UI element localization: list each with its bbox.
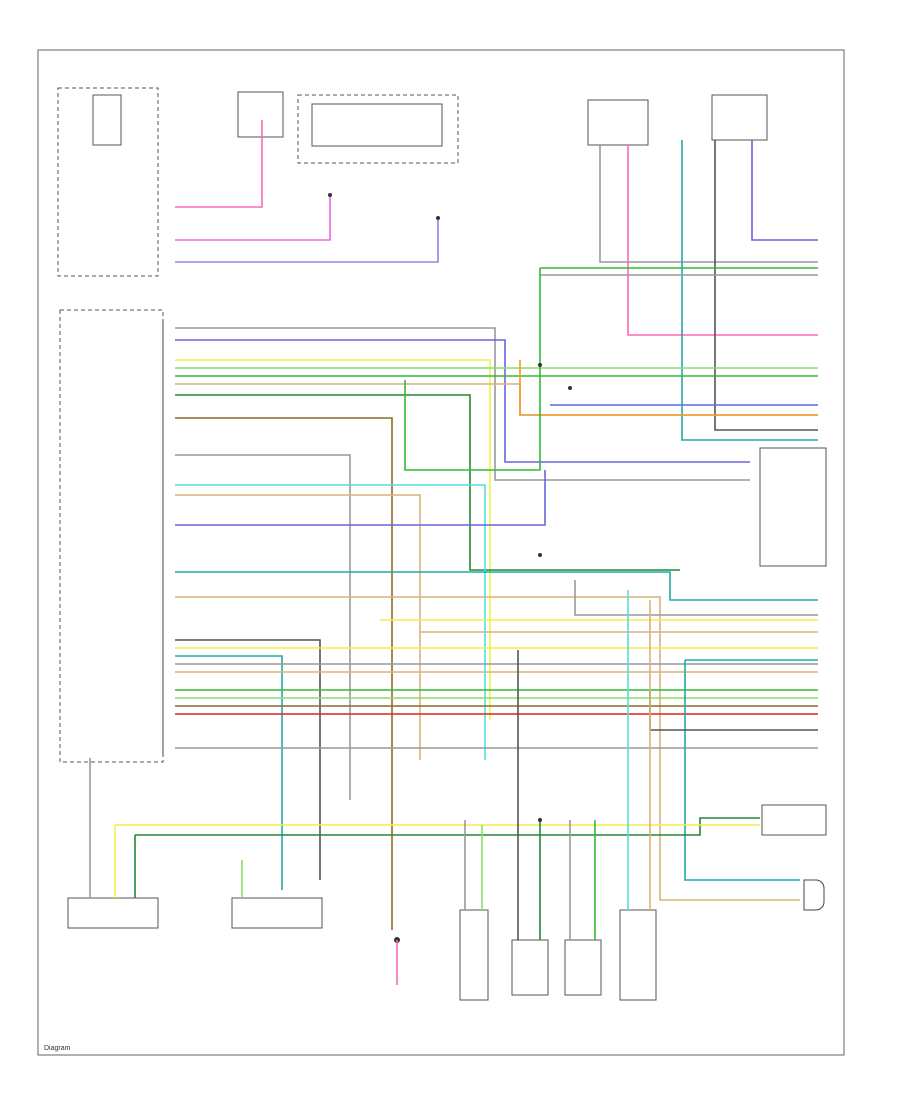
wire-brown-pcm8 — [175, 417, 393, 930]
splice-2 — [436, 216, 440, 220]
wire-gray-pcm9 — [175, 454, 351, 800]
wire-teal-low3 — [175, 655, 283, 890]
wire-gray-pcm1 — [175, 327, 750, 481]
wire-violet-top — [175, 218, 439, 263]
wire-harness — [89, 120, 818, 985]
wire-yellow-pcm3 — [175, 359, 491, 720]
fuse-inner-box — [311, 103, 443, 147]
cluster-relay-box — [92, 94, 122, 146]
injector-4 — [619, 909, 657, 1001]
pcm-outline — [59, 309, 164, 763]
splice-1 — [328, 193, 332, 197]
right-sensor-body — [803, 879, 825, 911]
wire-green-pcm7 — [175, 394, 680, 571]
wire-green-bottom — [135, 817, 760, 836]
wire-teal-tr — [681, 140, 818, 441]
wire-tan-pcm11 — [175, 494, 421, 760]
wire-blue-tr — [751, 140, 818, 241]
instrument-cluster-box — [57, 87, 159, 277]
wire-gray-tr1 — [599, 145, 818, 263]
wire-dkgray-low1 — [175, 639, 321, 880]
wire-tan-pcm6 — [175, 383, 818, 416]
splice-6 — [538, 818, 542, 822]
wire-magenta-top — [175, 195, 331, 241]
page-label: Diagram — [44, 1045, 71, 1052]
wire-blue-pcm2 — [175, 339, 750, 463]
bottom-left-switch-1 — [67, 897, 159, 929]
wire-pink-tr — [627, 145, 818, 336]
bottom-left-switch-2 — [231, 897, 323, 929]
wire-green-pcm-center — [404, 268, 541, 471]
top-relay-box — [237, 91, 284, 138]
wire-teal-mid — [175, 571, 818, 601]
wire-gray-mid2 — [574, 580, 818, 616]
right-switch-box — [759, 447, 827, 567]
component-outlines — [57, 87, 827, 1001]
splice-4 — [568, 386, 572, 390]
top-right-module-1 — [587, 99, 649, 146]
splice-5 — [538, 553, 542, 557]
injector-3 — [564, 939, 602, 996]
wire-dkgray-tr — [714, 140, 818, 431]
injector-2 — [511, 939, 549, 996]
splice-3 — [538, 363, 542, 367]
wire-orange-pcm — [519, 360, 818, 416]
wire-blue-pcm12 — [175, 470, 546, 526]
wire-dkgray-right — [649, 690, 818, 731]
injector-1 — [459, 909, 489, 1001]
splice-points — [328, 193, 572, 822]
wire-pink-top — [175, 120, 263, 208]
right-connector-box — [761, 804, 827, 836]
fuse-block-box — [297, 94, 459, 164]
wire-teal-right-drop — [684, 659, 818, 881]
wire-cyan-pcm10 — [175, 484, 486, 760]
top-right-module-2 — [711, 94, 768, 141]
diagram-frame — [37, 49, 845, 1056]
